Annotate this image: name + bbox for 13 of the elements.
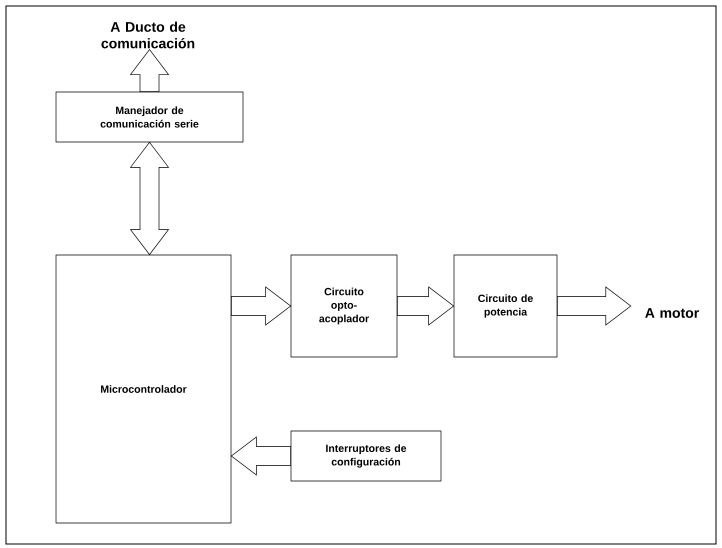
block-box: Circuito opto-acoplador (290, 254, 398, 358)
block-arrow (397, 286, 454, 326)
block-arrow (231, 286, 292, 326)
block-arrow (557, 286, 632, 326)
block-box: Circuito de potencia (454, 254, 558, 358)
caption-text: A Ducto de comunicación (102, 22, 194, 48)
block-box: Manejador de comunicación serie (56, 92, 244, 142)
block-arrow (230, 436, 291, 476)
block-box: Interruptores de configuración (290, 430, 442, 482)
block-arrow (130, 49, 170, 92)
caption-text: A motor (645, 308, 699, 318)
block-arrow (130, 142, 170, 256)
block-box: Microcontrolador (56, 254, 232, 524)
